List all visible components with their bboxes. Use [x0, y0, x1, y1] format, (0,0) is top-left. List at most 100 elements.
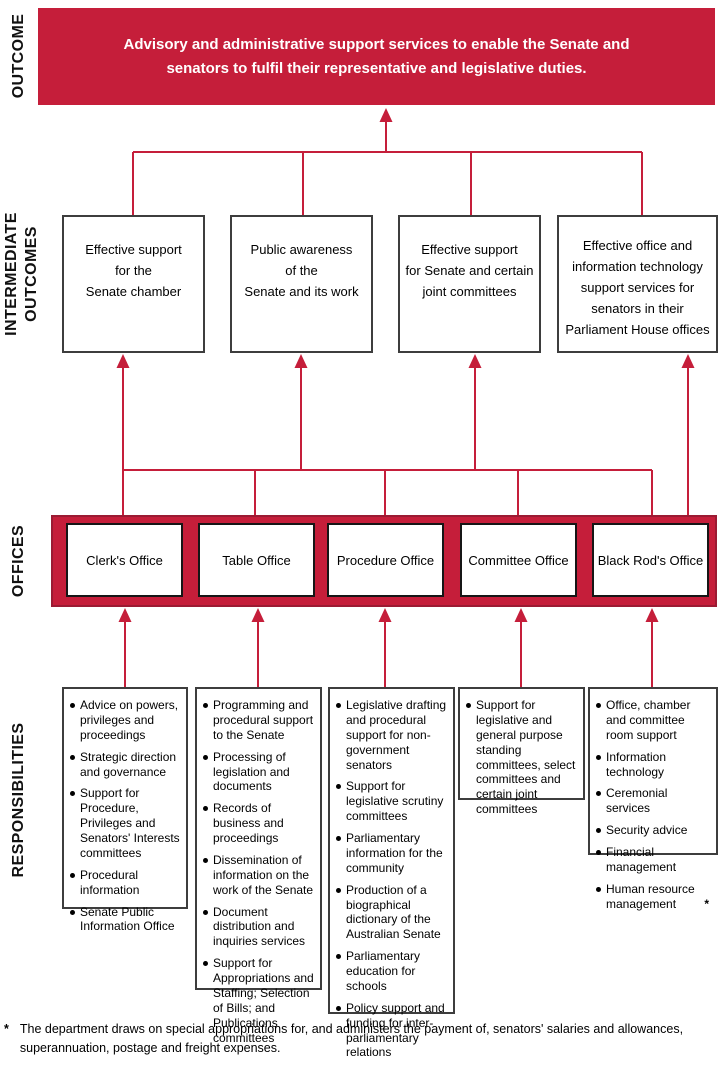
connector-line	[132, 122, 643, 215]
list-item: Parliamentary education for schools	[335, 949, 450, 994]
outcome-banner-text: senators to fulfil their representative …	[166, 59, 587, 77]
list-item-text: Human resource management	[606, 881, 695, 911]
text-line: Senate chamber	[85, 284, 182, 300]
footnote: * The department draws on special approp…	[4, 1020, 710, 1059]
list-item-text: Information technology	[606, 749, 667, 779]
responsibility-list-table-office: Programming and procedural support to th…	[195, 687, 322, 1045]
text-line: for the	[115, 263, 152, 279]
list-item: Advice on powers, privileges and proceed…	[69, 698, 183, 743]
office-box-committee: Committee Office	[460, 523, 577, 597]
list-item: Support for Procedure, Privileges and Se…	[69, 786, 183, 860]
up-arrow-icon	[468, 354, 482, 368]
office-box-table: Table Office	[198, 523, 315, 597]
responsibility-list-black-rods-office: Office, chamber and committee room suppo…	[588, 687, 718, 911]
list-item: Support for legislative scrutiny committ…	[335, 779, 450, 824]
list-item: Policy support and funding for inter-par…	[335, 1001, 450, 1061]
text-line: Senate and its work	[244, 284, 359, 300]
list-item: Legislative drafting and procedural supp…	[335, 698, 450, 772]
office-label: Clerk's Office	[86, 552, 163, 568]
list-item-text: Legislative drafting and procedural supp…	[346, 698, 447, 772]
office-label: Procedure Office	[336, 552, 435, 568]
list-item-text: Support for Appropriations and Staffing;…	[213, 956, 314, 1045]
list-item-text: Financial management	[606, 845, 677, 874]
text-line: support services for	[580, 280, 695, 296]
connector-line	[124, 622, 653, 687]
text-line: joint committees	[422, 284, 517, 300]
list-item: Document distribution and inquiries serv…	[202, 905, 317, 950]
text-line: Parliament House offices	[565, 322, 710, 338]
list-item-text: Processing of legislation and documents	[213, 749, 290, 794]
list-item: Production of a biographical dictionary …	[335, 883, 450, 943]
responsibility-list-clerks-office: Advice on powers, privileges and proceed…	[62, 687, 188, 933]
list-item-text: Production of a biographical dictionary …	[346, 882, 441, 942]
text-line: Effective office and	[582, 238, 693, 253]
list-item-text: Ceremonial services	[606, 786, 668, 816]
list-item: Support for legislative and general purp…	[465, 698, 580, 817]
office-label: Table Office	[222, 552, 291, 568]
list-item: Financial management	[595, 845, 713, 875]
bullet-list: Advice on powers, privileges and proceed…	[69, 698, 183, 934]
side-label-outcome: OUTCOME	[10, 13, 27, 99]
list-item: Strategic direction and governance	[69, 750, 183, 780]
text-line: information technology	[572, 259, 703, 275]
connector-line	[122, 368, 689, 515]
bullet-list: Office, chamber and committee room suppo…	[595, 698, 713, 912]
list-item: Dissemination of information on the work…	[202, 853, 317, 898]
side-label-offices: OFFICES	[10, 524, 27, 598]
bullet-list: Programming and procedural support to th…	[202, 698, 317, 1045]
list-item: Records of business and proceedings	[202, 801, 317, 846]
outcome-banner: Advisory and administrative support serv…	[38, 8, 715, 105]
list-item: Processing of legislation and documents	[202, 750, 317, 795]
text-line: senators in their	[591, 301, 684, 317]
intermediate-outcome-box-office-it-support: Effective office and information technol…	[557, 215, 718, 353]
up-arrow-icon	[116, 354, 130, 368]
office-label: Committee Office	[468, 552, 569, 568]
footnote-marker: *	[4, 1022, 9, 1036]
list-item-text: Support for legislative scrutiny committ…	[346, 779, 444, 824]
outcome-banner-text: Advisory and administrative support serv…	[123, 36, 630, 54]
office-box-clerks: Clerk's Office	[66, 523, 183, 597]
list-item-text: Dissemination of information on the work…	[213, 852, 314, 897]
up-arrow-icon	[294, 354, 308, 368]
intermediate-outcome-box-public-awareness: Public awareness of the Senate and its w…	[230, 215, 373, 353]
list-item: Human resource management *	[595, 882, 713, 912]
side-label-responsibilities: RESPONSIBILITIES	[10, 722, 27, 878]
text-line: INTERMEDIATE	[3, 212, 20, 336]
up-arrow-icon	[251, 608, 265, 622]
list-item-text: Parliamentary education for schools	[346, 949, 421, 993]
offices-band: Clerk's Office Table Office Procedure Of…	[51, 515, 717, 607]
list-item: Office, chamber and committee room suppo…	[595, 698, 713, 743]
up-arrow-icon	[514, 608, 528, 622]
up-arrow-icon	[118, 608, 132, 622]
list-item-text: Support for legislative and general purp…	[476, 698, 576, 817]
text-line: OUTCOMES	[23, 226, 40, 322]
list-item-text: Senate Public Information Office	[80, 904, 175, 934]
bullet-list: Support for legislative and general purp…	[465, 698, 580, 817]
list-item-text: Support for Procedure, Privileges and Se…	[80, 786, 180, 860]
list-item-text: Strategic direction and governance	[80, 749, 177, 779]
up-arrow-icon	[645, 608, 659, 622]
list-item: Parliamentary information for the commun…	[335, 831, 450, 876]
side-label-intermediate-outcomes: INTERMEDIATE OUTCOMES	[2, 212, 42, 336]
text-line: for Senate and certain	[405, 263, 534, 279]
office-label: Black Rod's Office	[597, 552, 704, 568]
text-line: Public awareness	[250, 242, 353, 257]
list-item: Procedural information	[69, 868, 183, 898]
list-item-text: Programming and procedural support to th…	[213, 698, 314, 742]
responsibility-list-procedure-office: Legislative drafting and procedural supp…	[328, 687, 455, 1059]
footnote-reference-asterisk: *	[704, 896, 709, 911]
list-item-text: Security advice	[606, 823, 688, 838]
list-item: Information technology	[595, 750, 713, 780]
text-line: Effective support	[421, 242, 518, 257]
bullet-list: Legislative drafting and procedural supp…	[335, 698, 450, 1060]
office-box-procedure: Procedure Office	[327, 523, 444, 597]
intermediate-outcome-box-committees: Effective support for Senate and certain…	[398, 215, 541, 353]
list-item-text: Policy support and funding for inter-par…	[346, 1000, 445, 1060]
list-item-text: Procedural information	[80, 867, 140, 897]
text-line: of the	[285, 263, 318, 279]
list-item: Support for Appropriations and Staffing;…	[202, 956, 317, 1045]
responsibility-list-committee-office: Support for legislative and general purp…	[458, 687, 585, 816]
list-item-text: Records of business and proceedings	[213, 801, 284, 845]
list-item: Security advice	[595, 823, 713, 838]
